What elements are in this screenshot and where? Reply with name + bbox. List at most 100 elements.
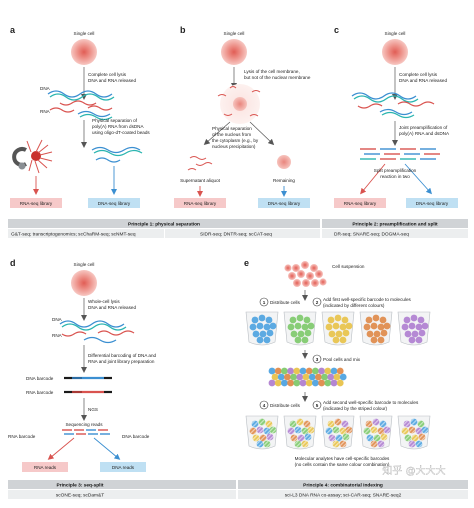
dna-seq-library-badge	[406, 198, 458, 208]
well-cell	[256, 322, 264, 330]
pooled-cell	[290, 373, 297, 381]
well-cell	[252, 330, 260, 338]
well-cell	[289, 316, 297, 324]
pooled-cell	[330, 367, 338, 375]
well-cell	[263, 336, 271, 344]
well-cell	[294, 336, 302, 344]
well-cell	[408, 336, 416, 344]
pooled-cell	[308, 373, 316, 381]
well-cell	[380, 329, 388, 337]
panel-d-dna-label: DNA	[52, 317, 63, 322]
cell-icon	[221, 39, 247, 65]
final-text-l2: (no cells contain the same colour combin…	[295, 462, 390, 467]
pooled-cell	[330, 379, 338, 387]
principle-1-label: Principle 1: physical separation	[128, 222, 200, 228]
pooled-cell	[336, 379, 344, 387]
pooled-cell	[318, 379, 325, 387]
well-cell	[377, 336, 385, 344]
top-principle-bars: Principle 1: physical separation Princip…	[8, 219, 468, 238]
pooled-cell	[327, 373, 335, 381]
examples-b: SIDR-seq; DNTR-seq; scCAT-seq	[200, 232, 272, 238]
principle-2-label: Principle 2: preamplification and split	[352, 222, 438, 228]
step-5-text-l1: Add second well-specific barcode to mole…	[323, 400, 419, 405]
examples-a-bar	[8, 229, 164, 238]
sequencing-reads-label: Sequencing reads	[65, 422, 103, 427]
well-cell	[341, 316, 349, 324]
dna-barcode-label-2: DNA barcode	[122, 434, 150, 439]
examples-d: scONE-seq; scDam&T	[56, 493, 104, 499]
principle-4-bar	[238, 480, 468, 489]
principle-2-bar	[322, 219, 468, 228]
step-5-text-l2: (indicated by the striped colour)	[323, 406, 388, 411]
step-3-marker	[312, 354, 322, 364]
oligo-dt-beads	[12, 139, 53, 174]
pooled-cell	[333, 373, 341, 381]
pooled-cell	[339, 373, 347, 381]
pooled-cell	[281, 379, 288, 387]
panel-a-dna-label: DNA	[40, 86, 51, 91]
well-cell	[366, 330, 374, 338]
panel-b-step1-l1: Lysis of the cell membrane,	[244, 69, 300, 74]
final-text-l1: Molecular analytes have cell-specific ba…	[295, 456, 390, 461]
well	[321, 311, 355, 346]
well-cell	[421, 322, 429, 330]
well-cell	[370, 322, 378, 330]
well-cell	[408, 322, 416, 330]
panel-c-step1-l1: Complete cell lysis	[399, 72, 438, 77]
well-cell	[365, 316, 373, 324]
step-1-number: 1	[263, 300, 266, 305]
well-cell	[418, 329, 426, 337]
pooled-cell	[293, 379, 301, 387]
panel-d-step2-l2: RNA and joint library preparation	[88, 359, 155, 364]
pooled-cell	[281, 367, 288, 375]
cell-suspension-label: Cell suspension	[332, 264, 365, 269]
step-4-marker	[259, 400, 269, 410]
well-cell	[263, 323, 271, 331]
rna-reads-badge	[22, 462, 68, 472]
arrow-dna	[404, 163, 432, 195]
pooled-cell	[299, 379, 307, 387]
panel-letter-a: a	[10, 25, 16, 35]
pooled-cell	[277, 373, 285, 381]
panel-c-step3-l2: reaction in two	[380, 174, 410, 179]
pooled-cell	[299, 367, 307, 375]
panel-d: d Single cell Whole-cell lysis DNA and R…	[8, 258, 157, 472]
step-2-text-l2: (indicated by different colours)	[323, 303, 385, 308]
well-cell	[342, 329, 350, 337]
free-dna	[91, 146, 143, 163]
well-cell	[339, 336, 347, 344]
principle-1-bar	[8, 219, 320, 228]
well-cell	[256, 336, 264, 344]
rna-seq-library-badge	[10, 198, 62, 208]
well	[359, 311, 393, 346]
dna-barcode-label: DNA barcode	[26, 376, 54, 381]
panel-b-step2-l4: nucleus precipitation)	[212, 144, 256, 149]
well-cell	[290, 330, 298, 338]
panel-b-step2-l3: the cytoplasm (e.g., by	[212, 138, 259, 143]
rna-seq-library-badge	[334, 198, 386, 208]
panel-c: c Single cell Complete cell lysis DNA an…	[334, 25, 458, 208]
rna-seq-library-label: RNA-seq library	[344, 201, 377, 206]
step-3-number: 3	[316, 357, 319, 362]
arrow-dna	[93, 437, 121, 460]
panel-a-step1-l1: Complete cell lysis	[88, 72, 127, 77]
panel-d-cell-label: Single cell	[74, 262, 95, 267]
well-cell	[266, 329, 274, 337]
panel-c-step1-l2: DNA and RNA released	[399, 78, 447, 83]
arrow	[249, 121, 275, 146]
dna-reads-label: DNA reads	[112, 465, 135, 470]
pooled-cell	[274, 367, 282, 375]
step-3-text: Pool cells and mix	[323, 357, 361, 362]
pooled-cell	[321, 373, 328, 381]
second-well-row	[245, 415, 431, 450]
examples-e-bar	[238, 490, 468, 499]
well-cell	[301, 336, 309, 344]
panel-letter-d: d	[10, 258, 16, 268]
panel-b-cell-label: Single cell	[224, 31, 245, 36]
panel-c-cell-label: Single cell	[385, 31, 406, 36]
pooled-cell	[305, 379, 313, 387]
rna-seq-library-badge	[174, 198, 226, 208]
step-5-marker	[312, 400, 322, 410]
arrow	[203, 121, 231, 145]
